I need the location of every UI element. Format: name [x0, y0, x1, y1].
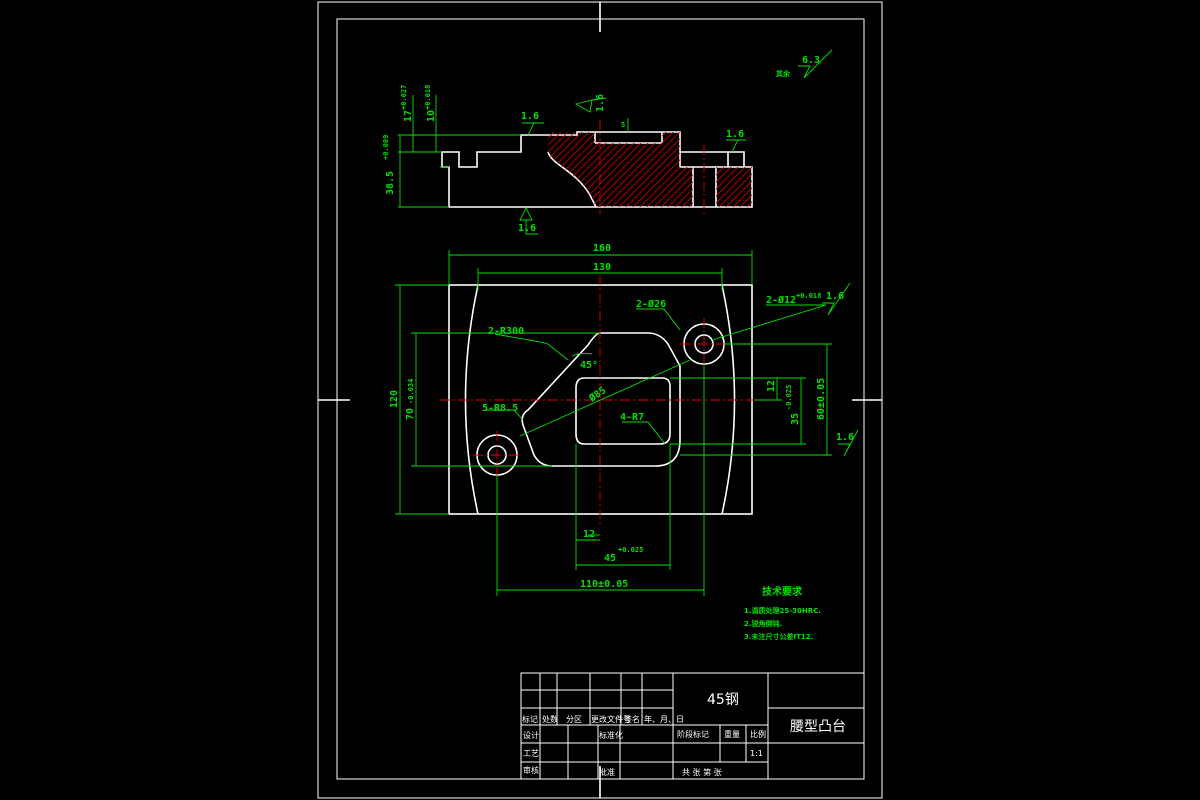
- tech-req-title: 技术要求: [762, 585, 803, 598]
- finish-plan-right: 1.6: [836, 432, 854, 443]
- dim-r300: 2-R300: [488, 326, 524, 337]
- dim-17: 17: [403, 110, 414, 122]
- tb-header-2: 分区: [566, 715, 582, 724]
- tb-scale-value: 1:1: [750, 749, 763, 758]
- tb-header-0: 标记: [522, 714, 538, 724]
- tb-header-5: 年、月、日: [644, 714, 684, 724]
- dim-slot-dia: Ø85: [586, 384, 608, 405]
- dim-10-tol: +0.018: [424, 85, 432, 110]
- dim-60: 60±0.05: [816, 378, 827, 420]
- dim-r8-5: 5-R8.5: [482, 403, 518, 414]
- finish-top-right: 1.6: [726, 129, 744, 140]
- finish-rest-label: 其余: [776, 69, 791, 78]
- dim-130: 130: [593, 262, 611, 273]
- tb-sheet: 共 张 第 张: [682, 767, 722, 777]
- dim-r7: 4-R7: [620, 412, 644, 423]
- dim-45: 45: [604, 553, 616, 564]
- finish-top-left: 1.6: [521, 111, 539, 122]
- surface-finish-rest: 其余 6.3: [776, 49, 833, 79]
- tb-weight: 重量: [724, 729, 740, 739]
- tb-header-3: 更改文件号: [591, 714, 631, 724]
- finish-plan-top-right: 1.6: [826, 291, 844, 302]
- dim-45-tol: +0.025: [618, 546, 643, 554]
- tb-standardize: 标准化: [599, 730, 623, 740]
- dim-hole-small: 2-Ø12: [766, 294, 796, 306]
- dim-hole-small-tol: +0.018: [796, 292, 821, 300]
- dim-angle: 45°: [580, 360, 598, 371]
- tb-scale-label: 比例: [750, 729, 766, 739]
- dim-110: 110±0.05: [580, 579, 628, 590]
- dim-70: 70: [405, 408, 416, 420]
- section-hatch-right: [716, 167, 752, 207]
- dim-5: 5: [621, 121, 625, 129]
- dim-12-bottom: 12: [583, 529, 595, 540]
- dim-35: 35: [790, 413, 801, 425]
- tb-header-1: 处数: [542, 714, 558, 724]
- tb-stage: 阶段标记: [677, 729, 709, 739]
- dim-38-5: 38.5: [385, 171, 396, 195]
- dim-35-tol: -0.025: [785, 385, 793, 410]
- technical-requirements: 技术要求 1.调质处理25-30HRC. 2.锐角倒钝. 3.未注尺寸公差IT1…: [744, 585, 821, 641]
- tb-design: 设计: [523, 730, 539, 740]
- tb-part-name: 腰型凸台: [790, 719, 846, 735]
- tb-header-4: 签名: [624, 714, 640, 724]
- finish-bottom: 1.6: [518, 223, 536, 234]
- section-view: 38.5 +0.009 17 +0.027 10 +0.018 5 1.6 1.…: [382, 85, 753, 235]
- title-block: 标记 处数 分区 更改文件号 签名 年、月、日 设计 标准化 审核 工艺 批准 …: [520, 672, 865, 780]
- tb-review: 审核: [523, 765, 539, 775]
- finish-rest-value: 6.3: [802, 55, 820, 66]
- centering-marks: [318, 2, 882, 798]
- dim-38-5-tol: +0.009: [382, 135, 390, 160]
- dim-70-tol: -0.034: [407, 379, 415, 404]
- finish-top-center: 1.6: [595, 94, 606, 112]
- tech-req-item-1: 1.调质处理25-30HRC.: [744, 606, 821, 615]
- dim-17-tol: +0.027: [400, 85, 408, 110]
- tb-material: 45钢: [707, 692, 739, 708]
- dim-12-right: 12: [766, 380, 777, 392]
- tb-approve: 批准: [599, 767, 615, 777]
- plan-view: 160 130 120 70 -0.034 2-Ø26 2-Ø12 +0.018…: [389, 243, 859, 596]
- dim-120: 120: [389, 390, 400, 408]
- dim-hole-large: 2-Ø26: [636, 298, 666, 310]
- tech-req-item-2: 2.锐角倒钝.: [744, 619, 782, 628]
- tb-craft: 工艺: [523, 749, 539, 758]
- section-hatch-left: [548, 132, 693, 207]
- dim-10: 10: [426, 110, 437, 122]
- tech-req-item-3: 3.未注尺寸公差IT12.: [744, 632, 813, 641]
- dim-160: 160: [593, 243, 611, 254]
